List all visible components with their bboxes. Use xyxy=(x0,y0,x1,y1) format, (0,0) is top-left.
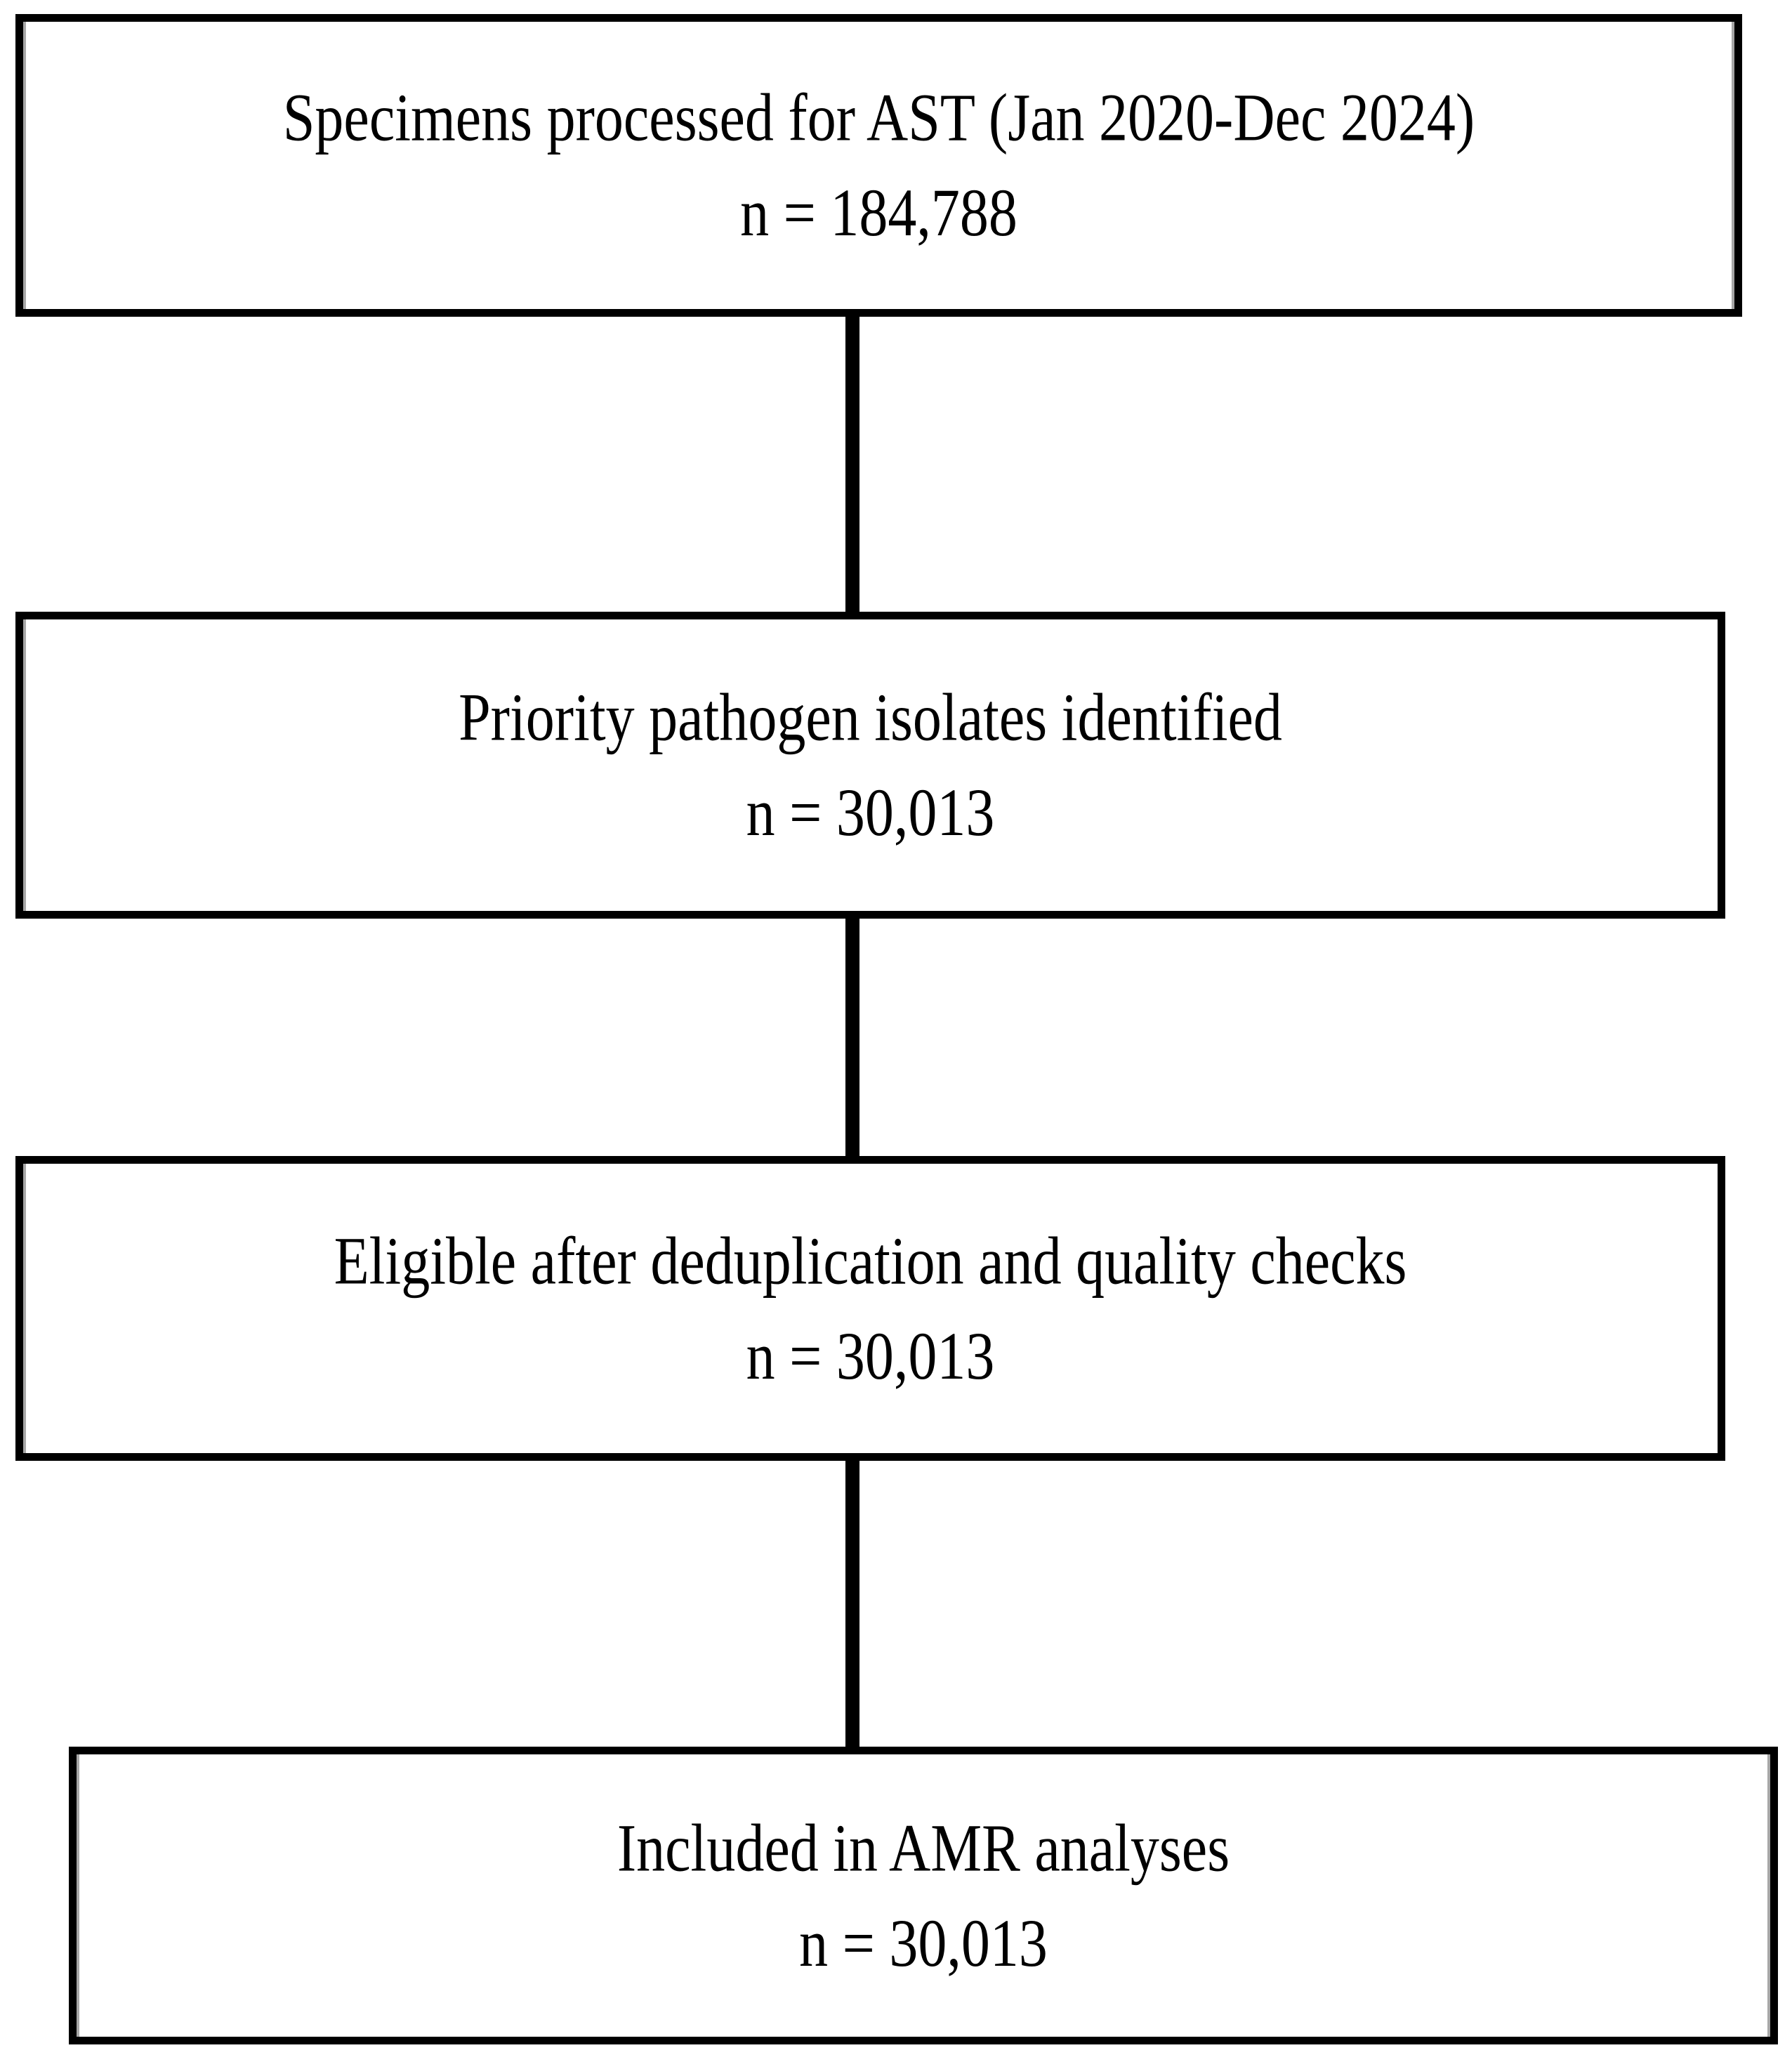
box-count: n = 30,013 xyxy=(746,1318,995,1393)
flow-box-priority-pathogen-isolates: Priority pathogen isolates identified n … xyxy=(15,612,1725,919)
box-count: n = 184,788 xyxy=(740,175,1017,251)
flow-box-included-in-amr-analyses: Included in AMR analyses n = 30,013 xyxy=(69,1747,1778,2044)
flow-box-eligible-after-deduplication: Eligible after deduplication and quality… xyxy=(15,1156,1725,1461)
box-title: Included in AMR analyses xyxy=(617,1809,1230,1886)
box-title: Eligible after deduplication and quality… xyxy=(334,1222,1407,1299)
box-count: n = 30,013 xyxy=(746,775,995,851)
box-content: Priority pathogen isolates identified n … xyxy=(459,683,1282,846)
box-content: Eligible after deduplication and quality… xyxy=(334,1222,1407,1393)
box-content: Specimens processed for AST (Jan 2020-De… xyxy=(283,84,1475,247)
flow-box-specimens-processed: Specimens processed for AST (Jan 2020-De… xyxy=(15,14,1742,317)
box-count: n = 30,013 xyxy=(799,1905,1048,1981)
box-title: Specimens processed for AST (Jan 2020-De… xyxy=(282,79,1475,155)
box-title: Priority pathogen isolates identified xyxy=(459,679,1282,755)
connector-line-3 xyxy=(845,1460,859,1747)
connector-line-1 xyxy=(845,316,859,612)
connector-line-2 xyxy=(845,918,859,1156)
box-content: Included in AMR analyses n = 30,013 xyxy=(617,1809,1230,1981)
